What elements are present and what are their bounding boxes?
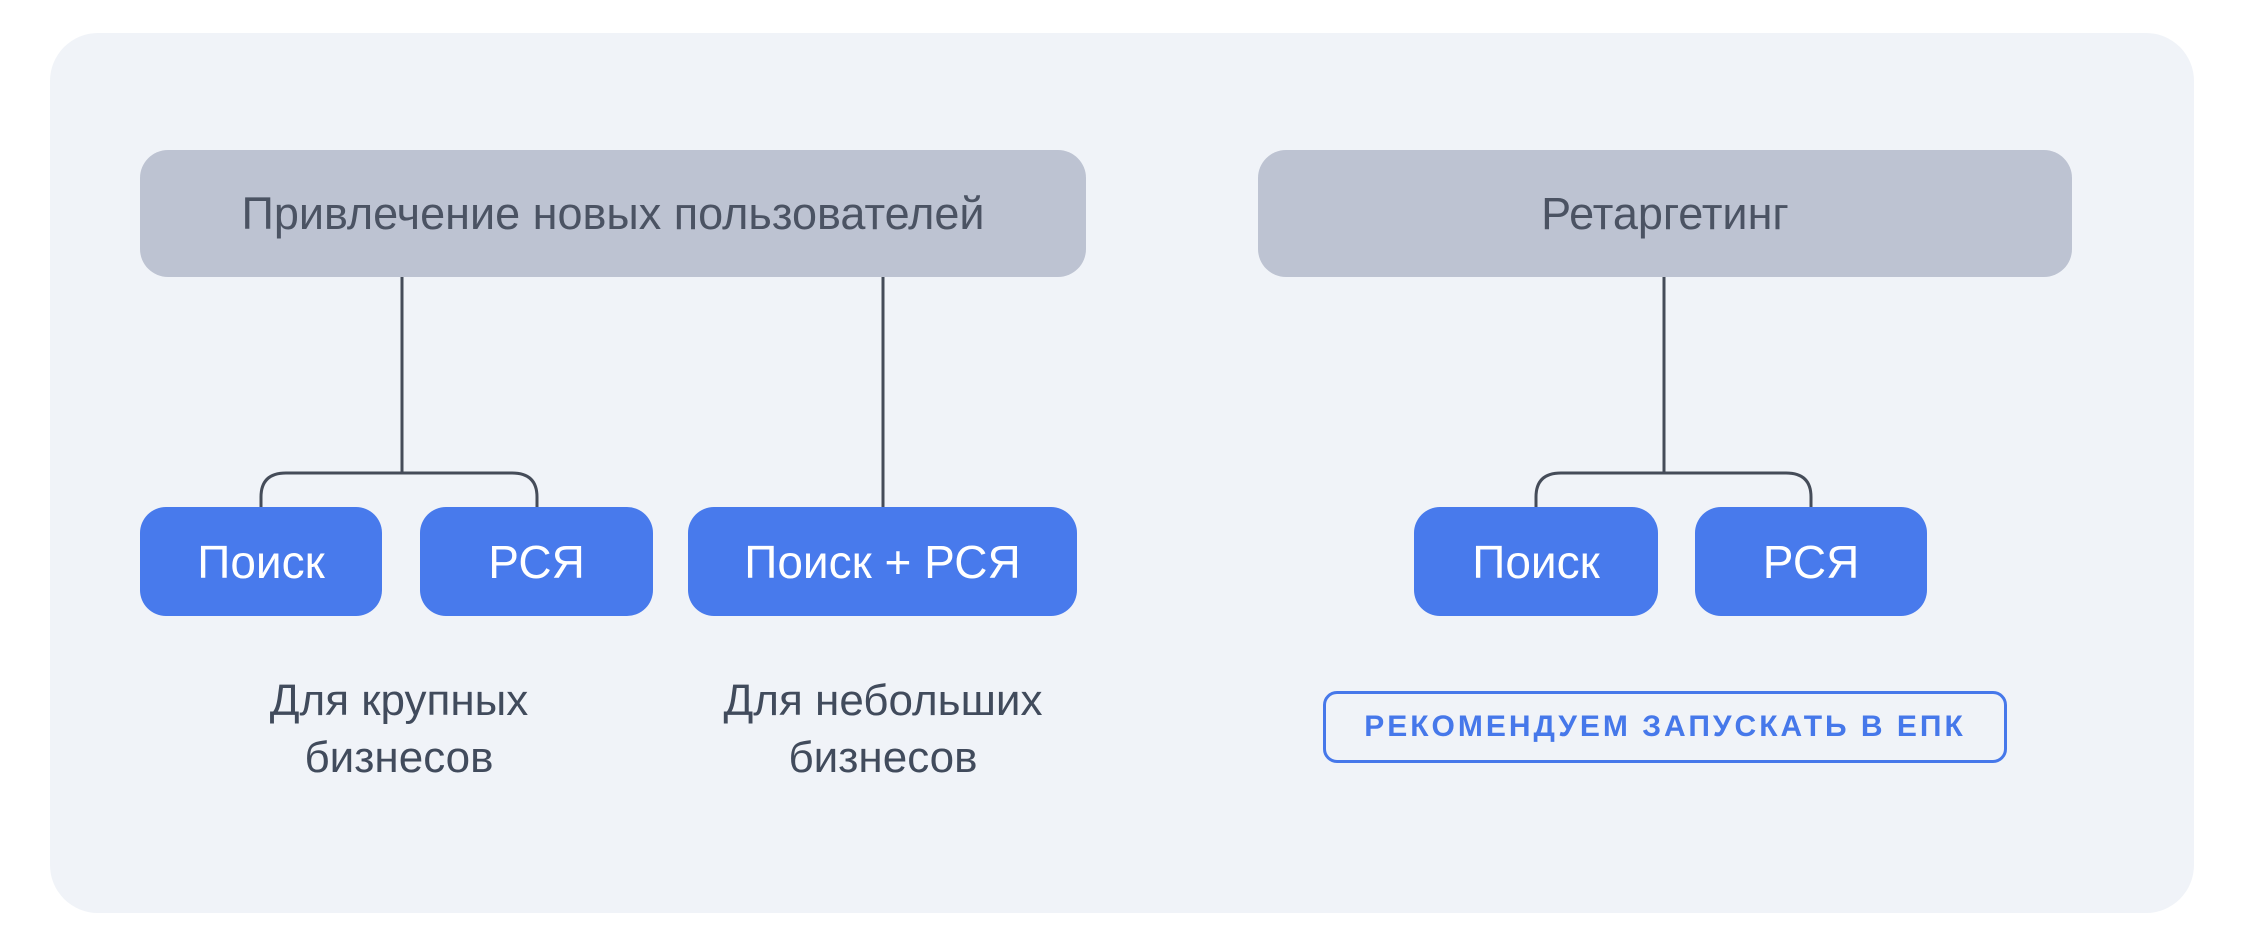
node-search-left: Поиск <box>140 507 382 616</box>
node-rsya-left: РСЯ <box>420 507 653 616</box>
category-retargeting: Ретаргетинг <box>1258 150 2072 277</box>
node-search-plus-rsya: Поиск + РСЯ <box>688 507 1077 616</box>
category-new-users: Привлечение новых пользователей <box>140 150 1086 277</box>
caption-small-business: Для небольших бизнесов <box>723 676 1043 782</box>
caption-large-business: Для крупных бизнесов <box>269 676 529 782</box>
node-rsya-right: РСЯ <box>1695 507 1927 616</box>
node-search-right: Поиск <box>1414 507 1658 616</box>
recommendation-badge: РЕКОМЕНДУЕМ ЗАПУСКАТЬ В ЕПК <box>1323 691 2007 763</box>
